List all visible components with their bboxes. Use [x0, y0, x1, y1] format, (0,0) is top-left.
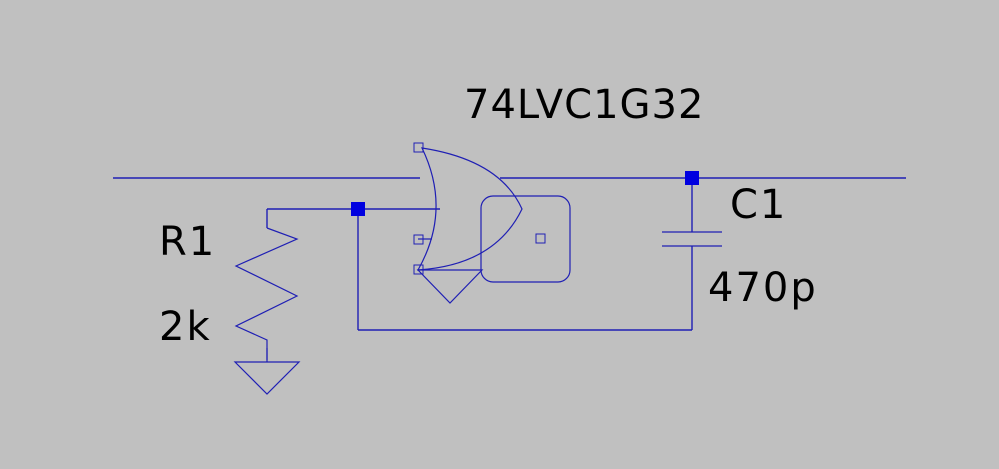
c1-value-label: 470p [708, 265, 818, 311]
gate-pin-output [535, 233, 546, 244]
capacitor-c1[interactable] [662, 231, 722, 247]
resistor-r1[interactable] [234, 227, 299, 360]
gate-pin-vcc [413, 142, 424, 153]
gate-output-box [480, 195, 571, 283]
feedback-wire[interactable] [357, 209, 693, 331]
r1-value-label: 2k [159, 304, 212, 350]
junction-dot-input [351, 202, 365, 216]
ground-icon-r1 [233, 348, 301, 395]
r1-refdes-label: R1 [159, 219, 216, 265]
or-gate-74lvc1g32[interactable] [413, 142, 571, 304]
junction-dot-top [685, 171, 699, 185]
gate-pin-b [413, 234, 424, 245]
ground-icon-gate [416, 269, 484, 304]
c1-refdes-label: C1 [730, 182, 787, 228]
gate-part-label: 74LVC1G32 [464, 82, 704, 128]
